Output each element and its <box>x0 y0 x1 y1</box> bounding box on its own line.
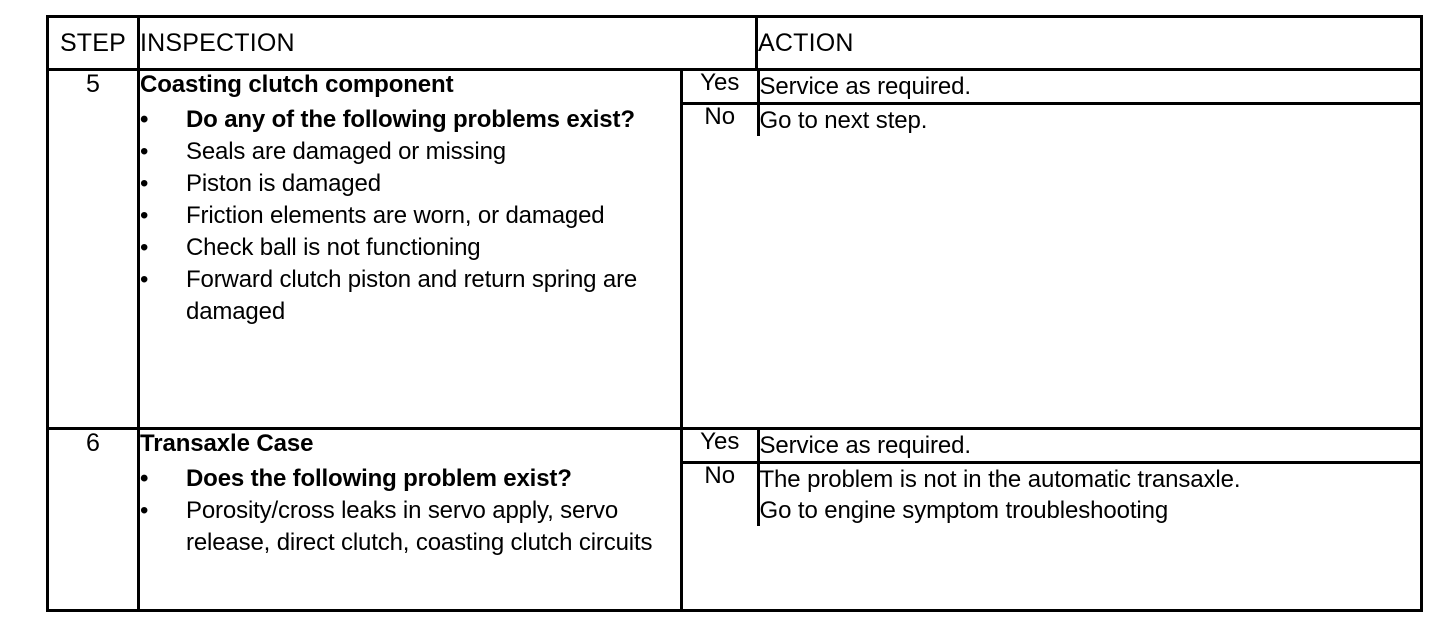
bullet-icon: • <box>140 138 149 166</box>
outcome-label-no: No <box>683 462 758 526</box>
list-item: • Piston is damaged <box>140 168 680 200</box>
list-item-text: Piston is damaged <box>186 170 381 198</box>
column-header-inspection: INSPECTION <box>136 15 759 71</box>
step-number: 6 <box>46 426 140 613</box>
bullet-icon: • <box>140 234 149 262</box>
outcome-row-yes: Yes Service as required. <box>683 429 1421 464</box>
list-item: • Check ball is not functioning <box>140 232 680 264</box>
bullet-icon: • <box>140 170 149 198</box>
column-header-step: STEP <box>46 15 140 71</box>
action-line: Go to engine symptom troubleshooting <box>759 496 1169 524</box>
action-cell-no: Go to next step. <box>758 103 1421 136</box>
inspection-cell: Transaxle Case • Does the following prob… <box>137 426 683 613</box>
bullet-icon: • <box>140 464 149 492</box>
list-item: • Forward clutch piston and return sprin… <box>140 264 680 328</box>
outcome-group: Yes Service as required. No The problem … <box>679 426 1424 613</box>
bullet-icon: • <box>140 106 149 134</box>
list-item: • Does the following problem exist? <box>140 463 680 495</box>
list-item: • Do any of the following problems exist… <box>140 104 680 136</box>
outcome-label-yes: Yes <box>683 429 758 464</box>
outcome-row-yes: Yes Service as required. <box>683 71 1421 105</box>
list-item-text: Friction elements are worn, or damaged <box>186 202 605 230</box>
outcome-table: Yes Service as required. No The problem … <box>683 429 1421 526</box>
table-row: 6 Transaxle Case • Does the following pr… <box>46 426 1424 613</box>
bullet-icon: • <box>140 496 149 524</box>
column-header-action: ACTION <box>755 15 1424 71</box>
table-row: 5 Coasting clutch component • Do any of … <box>46 68 1424 430</box>
list-item-text: Check ball is not functioning <box>186 234 481 262</box>
step-number: 5 <box>46 68 140 430</box>
action-line: Go to next step. <box>759 107 928 134</box>
outcome-row-no: No Go to next step. <box>683 103 1421 136</box>
list-item: • Friction elements are worn, or damaged <box>140 200 680 232</box>
list-item-text: Porosity/cross leaks in servo apply, ser… <box>186 496 653 556</box>
table-header-row: STEP INSPECTION ACTION <box>46 15 1424 71</box>
list-item-text: Do any of the following problems exist? <box>186 106 635 134</box>
outcome-table: Yes Service as required. No Go to next s… <box>683 71 1421 136</box>
list-item-text: Does the following problem exist? <box>186 464 572 492</box>
list-item-text: Seals are damaged or missing <box>186 138 506 166</box>
list-item: • Porosity/cross leaks in servo apply, s… <box>140 495 680 559</box>
troubleshooting-table: STEP INSPECTION ACTION 5 Coasting clutch… <box>46 15 1424 613</box>
inspection-title: Coasting clutch component <box>140 71 454 98</box>
outcome-group: Yes Service as required. No Go to next s… <box>679 68 1424 430</box>
list-item-text: Forward clutch piston and return spring … <box>186 266 638 326</box>
inspection-bullet-list: • Does the following problem exist? • Po… <box>140 463 680 559</box>
inspection-cell: Coasting clutch component • Do any of th… <box>137 68 683 430</box>
outcome-row-no: No The problem is not in the automatic t… <box>683 462 1421 526</box>
outcome-label-yes: Yes <box>683 71 758 105</box>
list-item: • Seals are damaged or missing <box>140 136 680 168</box>
action-cell-no: The problem is not in the automatic tran… <box>758 462 1421 526</box>
inspection-bullet-list: • Do any of the following problems exist… <box>140 104 680 328</box>
outcome-label-no: No <box>683 103 758 136</box>
bullet-icon: • <box>140 266 149 294</box>
action-cell-yes: Service as required. <box>758 429 1421 464</box>
inspection-title: Transaxle Case <box>140 429 314 457</box>
bullet-icon: • <box>140 202 149 230</box>
action-line: Service as required. <box>759 73 972 100</box>
action-line: The problem is not in the automatic tran… <box>759 465 1241 493</box>
action-line: Service as required. <box>759 431 972 459</box>
action-cell-yes: Service as required. <box>758 71 1421 105</box>
